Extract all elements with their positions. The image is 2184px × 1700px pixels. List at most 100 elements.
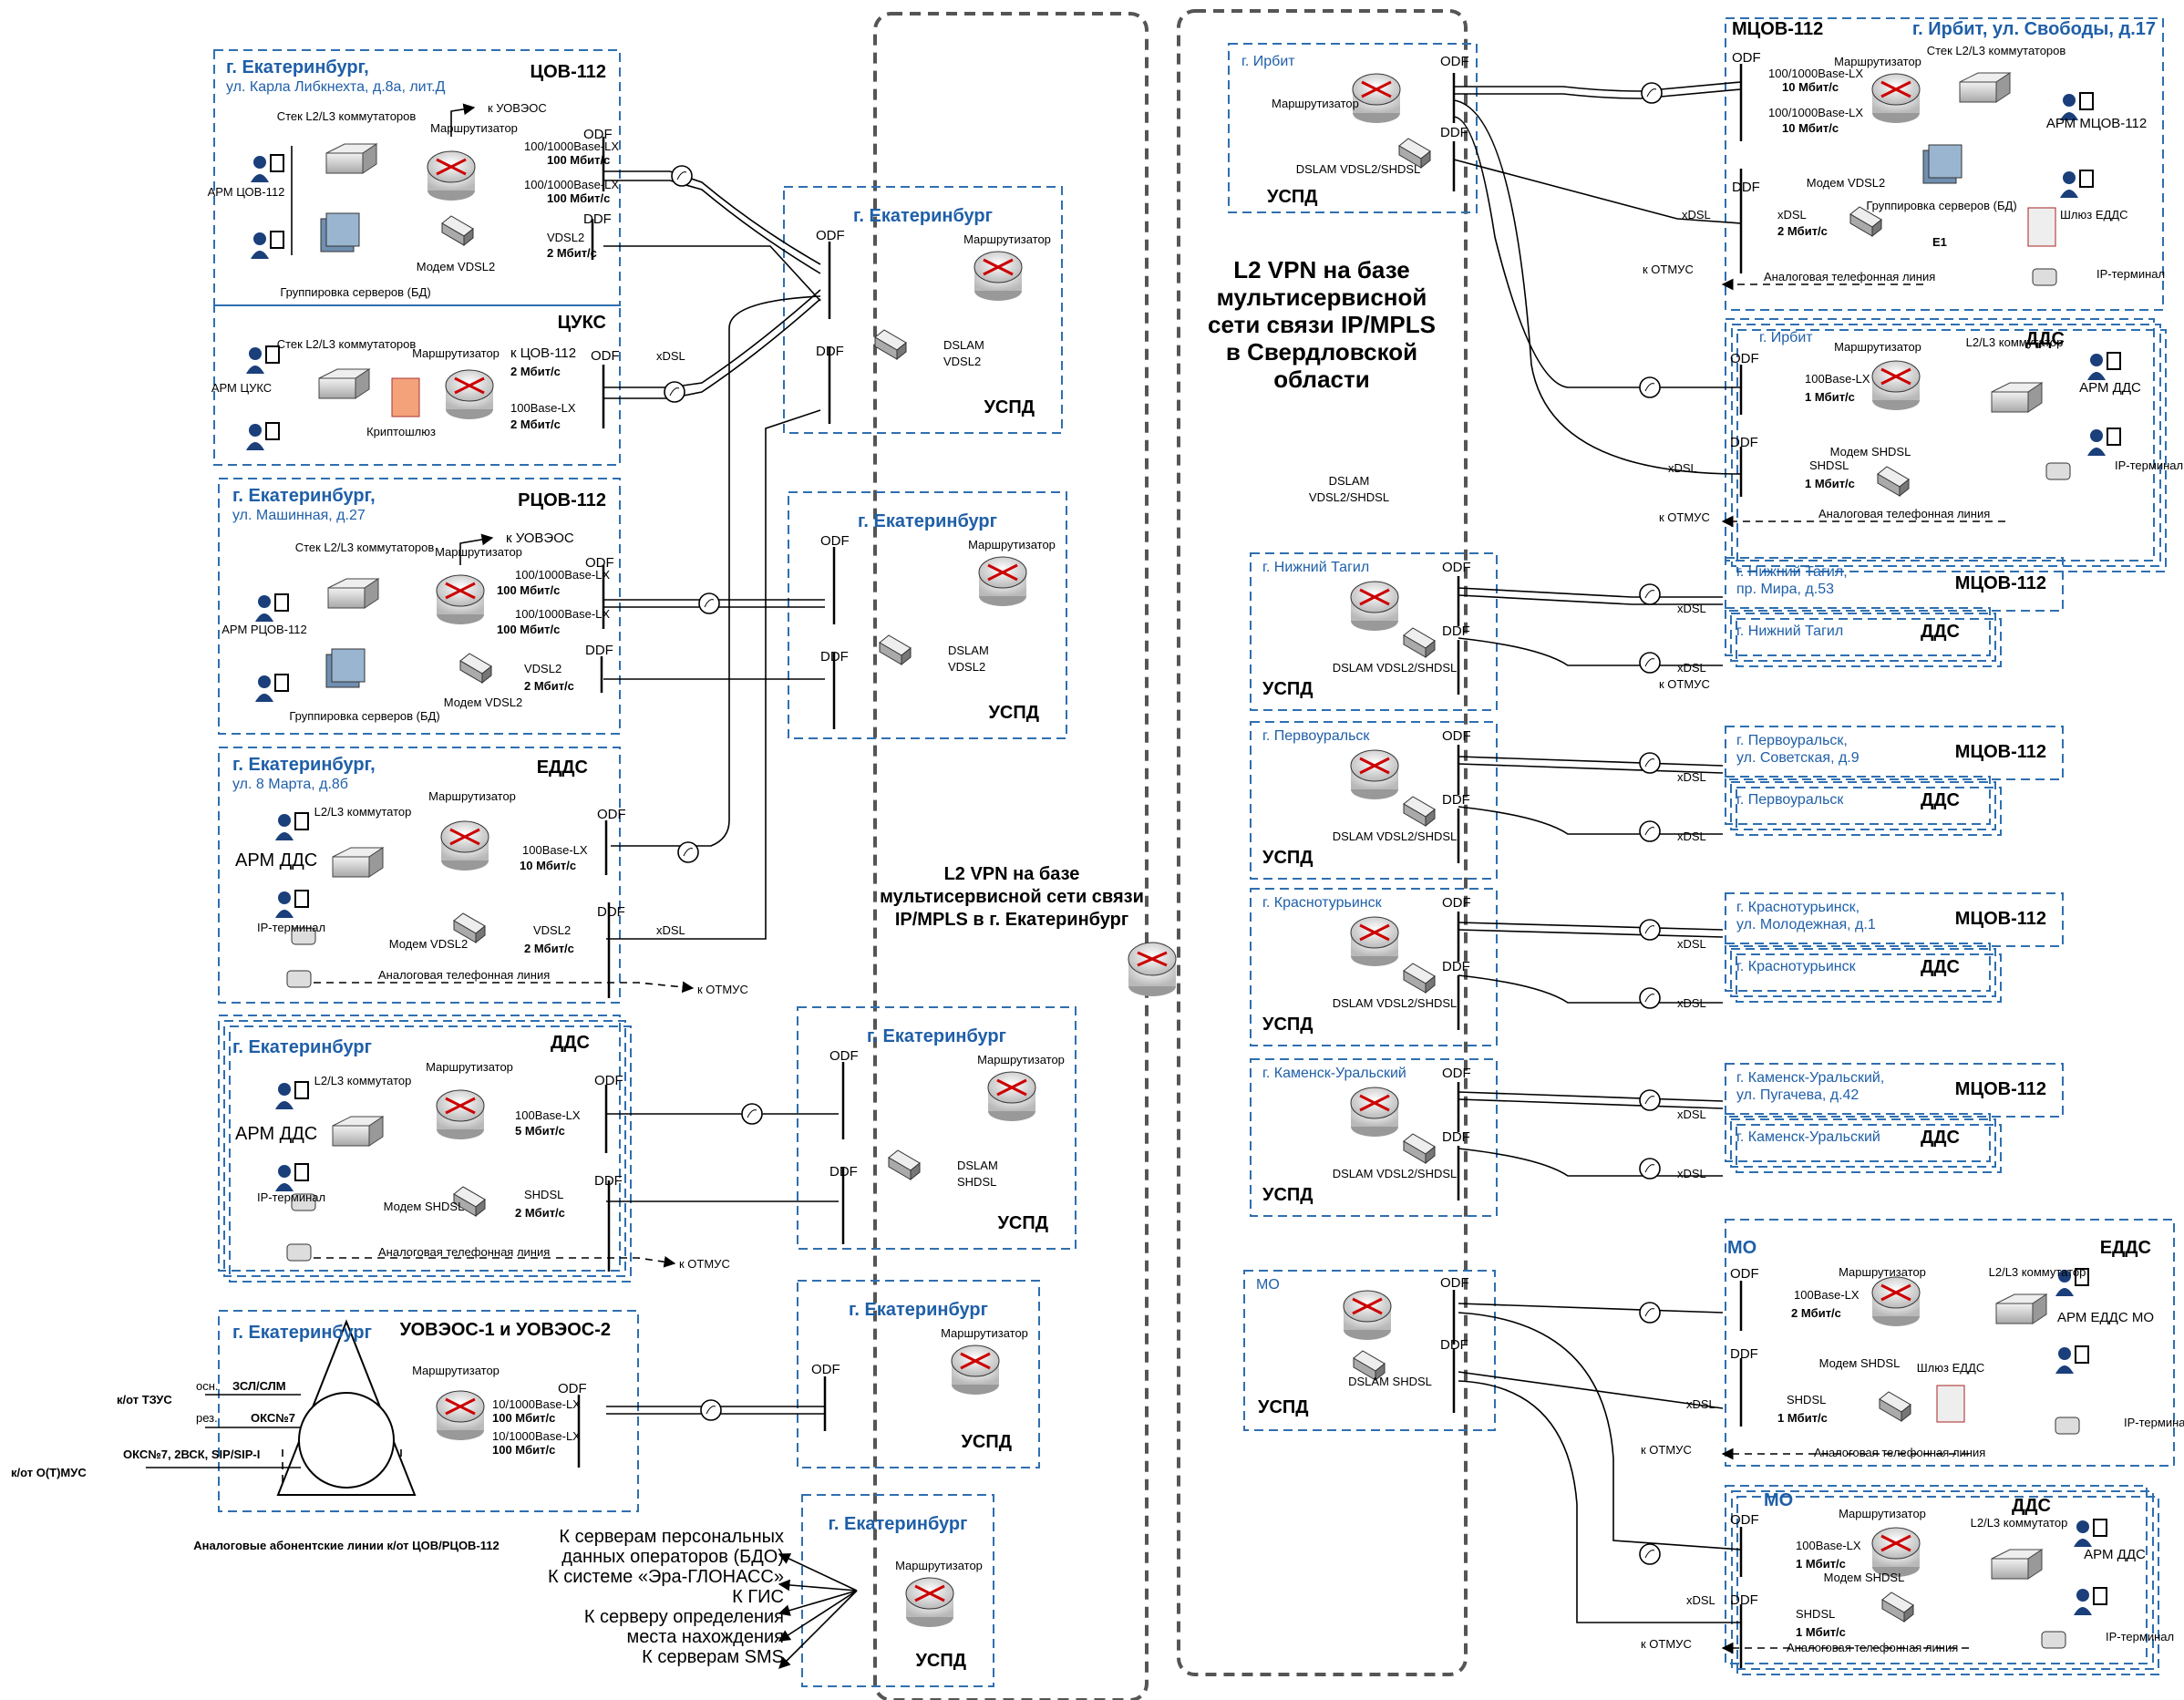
- uspd-label: УСПД: [1262, 679, 1313, 699]
- e1-label: E1: [1932, 235, 1947, 249]
- odf-label: ODF: [594, 1073, 623, 1088]
- router-icon: [978, 556, 1027, 606]
- obl-vpn-label-4: в Свердловской: [1226, 338, 1417, 366]
- mcov-city: г. Краснотурьинск,: [1736, 900, 1859, 915]
- mcov-box: [1725, 892, 2064, 947]
- uspd-city: г. Нижний Тагил: [1262, 560, 1369, 575]
- uspd-label: УСПД: [1258, 1397, 1309, 1417]
- fiber-coupler-icon: [1639, 1089, 1661, 1111]
- server-icon: [1922, 144, 1963, 184]
- stack-label: Стек L2/L3 коммутаторов: [277, 337, 417, 351]
- odf-label: ODF: [1730, 1512, 1759, 1528]
- fiber-coupler-icon: [1639, 652, 1661, 674]
- service-label: К системе «Эра-ГЛОНАСС»: [548, 1567, 784, 1587]
- arm-icon: [2074, 1519, 2107, 1547]
- switch-icon: [332, 1116, 385, 1147]
- mcov-address: пр. Мира, д.53: [1736, 582, 1834, 597]
- uspd-label: УСПД: [1262, 1015, 1313, 1035]
- fiber-coupler-icon: [1639, 987, 1661, 1009]
- modem-icon: [459, 653, 492, 685]
- ddf-label: DDF: [583, 211, 612, 227]
- ddf-label: DDF: [1732, 180, 1760, 195]
- analog-line: Аналоговая телефонная линия: [1764, 270, 1935, 283]
- router-label: Маршрутизатор: [435, 545, 522, 559]
- modem-icon: [1877, 466, 1910, 498]
- switch-icon: [1991, 382, 2044, 413]
- modem-label: Модем VDSL2: [444, 695, 522, 709]
- router-icon: [905, 1577, 954, 1627]
- phone-icon: [2055, 1417, 2080, 1435]
- ip-terminal: IP-терминал: [2096, 267, 2165, 281]
- mcov-address: ул. Советская, д.9: [1736, 750, 1859, 766]
- arm-icon: [255, 593, 289, 622]
- zsl-label: ЗСЛ/СЛМ: [232, 1379, 286, 1393]
- link-type: SHDSL: [1796, 1607, 1835, 1621]
- xdsl-label: xDSL: [1777, 208, 1807, 222]
- uspd-label: УСПД: [915, 1651, 966, 1671]
- mcov-name: МЦОВ-112: [1955, 573, 2046, 593]
- mo-name: МО: [1764, 1490, 1793, 1510]
- link-type: VDSL2: [524, 662, 561, 675]
- speed: 2 Мбит/с: [524, 679, 574, 693]
- rcov-name: РЦОВ-112: [518, 490, 606, 510]
- ddf-label: DDF: [1730, 1592, 1758, 1608]
- router-icon: [1350, 749, 1399, 799]
- crypto-label: Криптошлюз: [366, 425, 436, 438]
- odf-label: ODF: [1730, 1266, 1759, 1282]
- router-icon: [1350, 581, 1399, 631]
- modem-icon: [1849, 206, 1882, 238]
- ekb-vpn-label-3: IP/MPLS в г. Екатеринбург: [895, 910, 1128, 930]
- dslam-label: DSLAM SHDSL: [1348, 1375, 1432, 1388]
- phone-icon: [2041, 1631, 2066, 1649]
- modem-label: Модем VDSL2: [1807, 176, 1885, 190]
- fiber-coupler-icon: [671, 165, 693, 187]
- ekb-vpn-label-2: мультисервисной сети связи: [880, 887, 1144, 907]
- oks-list-label: ОКС№7, 2ВСК, SIP/SIP-I: [123, 1448, 260, 1461]
- oks7-label: ОКС№7: [251, 1411, 295, 1425]
- router-icon: [445, 369, 494, 419]
- odf-label: ODF: [829, 1048, 859, 1064]
- obl-vpn-label-2: мультисервисной: [1217, 283, 1427, 311]
- odf-label: ODF: [597, 807, 626, 822]
- modem-label: Модем VDSL2: [417, 260, 495, 273]
- router-label: Маршрутизатор: [977, 1053, 1065, 1066]
- stack-label: Стек L2/L3 коммутаторов: [295, 541, 435, 554]
- ddf-label: DDF: [1730, 1346, 1758, 1362]
- dslam-label: DSLAM VDSL2/SHDSL: [1296, 162, 1421, 176]
- modem-label: Модем VDSL2: [389, 937, 468, 951]
- obl-vpn-label-5: области: [1273, 366, 1369, 393]
- gateway-icon: [1936, 1385, 1965, 1423]
- fiber-coupler-icon: [1641, 82, 1663, 104]
- router-icon: [440, 820, 489, 871]
- gateway-label: Шлюз ЕДДС: [2060, 208, 2128, 222]
- ddf-label: DDF: [816, 344, 844, 359]
- uspd-box-5: [801, 1494, 994, 1687]
- switch-icon: [332, 847, 385, 878]
- odf-label: ODF: [1440, 54, 1469, 69]
- arm-icon: [2074, 1587, 2107, 1615]
- dds-name: ДДС: [2012, 1496, 2051, 1516]
- servers-label: Группировка серверов (БД): [1866, 199, 2016, 212]
- router-icon: [974, 251, 1023, 301]
- switch-icon: [1959, 72, 2012, 103]
- dds-box: [1725, 1113, 1991, 1162]
- dds-box: [1725, 943, 1991, 992]
- uspd-city: г. Екатеринбург: [853, 206, 993, 226]
- uspd-box-1: [783, 186, 1063, 434]
- xdsl-label: xDSL: [1682, 208, 1711, 222]
- router-icon: [427, 150, 476, 201]
- irbit-dds-box: [1725, 318, 2155, 562]
- analog-line: Аналоговая телефонная линия: [378, 968, 550, 982]
- modem-label: Модем SHDSL: [1830, 445, 1911, 458]
- speed-type: 100Base-LX: [1805, 372, 1870, 386]
- switch-icon: [318, 368, 371, 399]
- uvz-triangle: [276, 1319, 417, 1496]
- dds-city: г. Краснотурьинск: [1736, 959, 1857, 974]
- router-icon: [951, 1345, 1000, 1395]
- cuks-name: ЦУКС: [558, 313, 606, 333]
- uspd-irbit-box: [1228, 43, 1478, 213]
- uspd-box-mo: [1243, 1270, 1496, 1431]
- eddc-box: [218, 747, 621, 1004]
- router-label: Маршрутизатор: [968, 538, 1056, 551]
